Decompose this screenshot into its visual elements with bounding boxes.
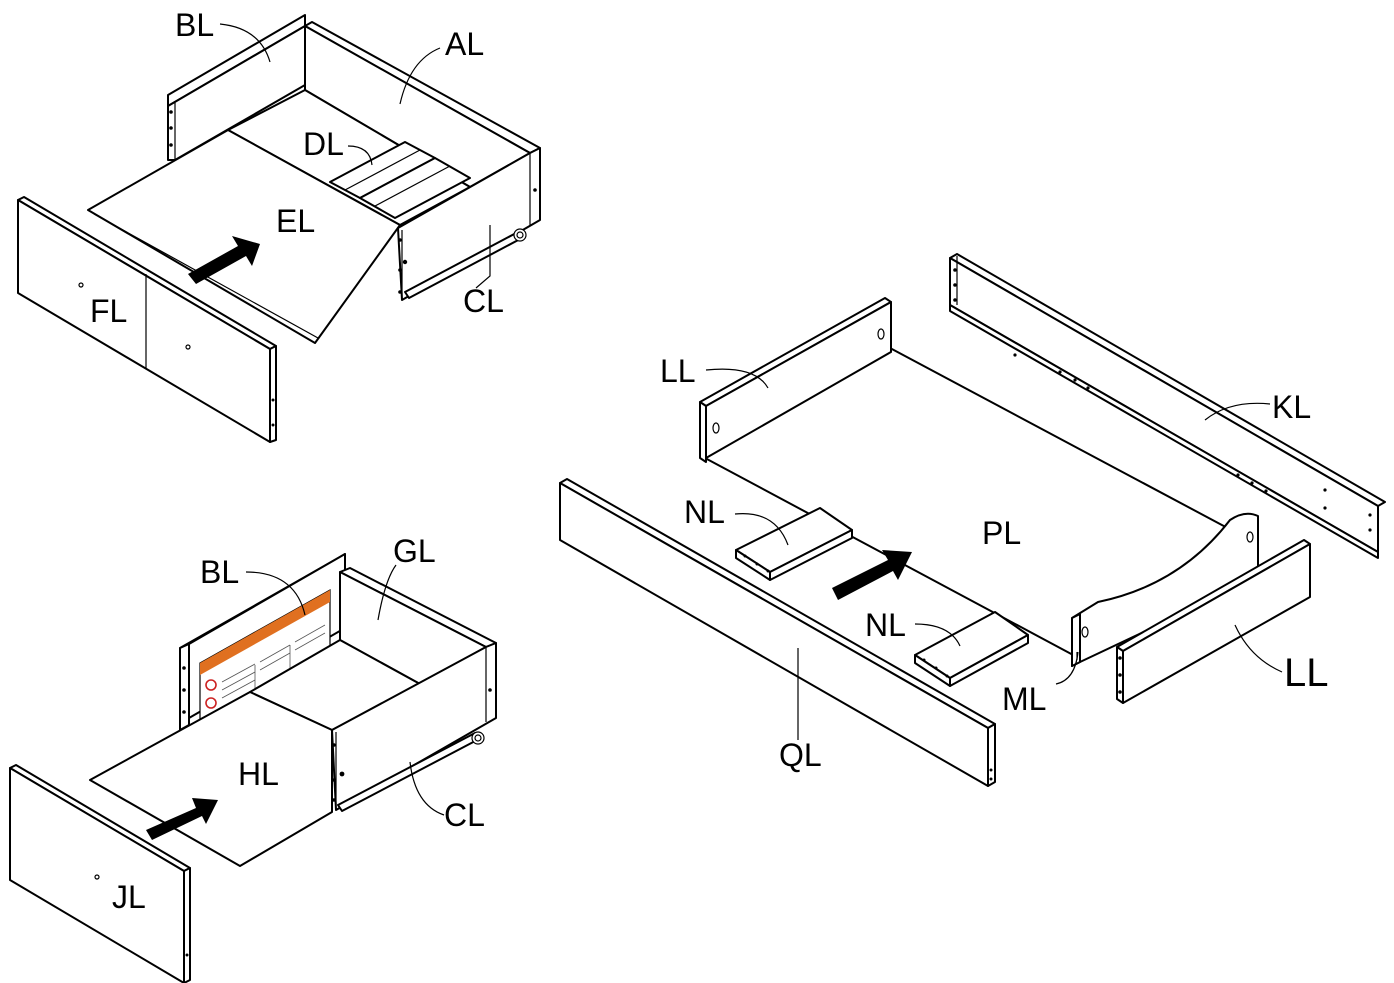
- arrow-icon: [188, 236, 260, 284]
- panel-side-cl: [397, 147, 541, 301]
- end-ll-front: [1116, 539, 1311, 704]
- label-top-front: FL: [90, 293, 127, 329]
- rail-ql: [559, 478, 996, 787]
- label-base-cleat-right: NL: [865, 607, 906, 643]
- label-base-end-front: LL: [1284, 651, 1329, 695]
- panel-bottom-el: [87, 129, 401, 344]
- cleat-nl-right: [914, 611, 1029, 687]
- label-top-side-right: CL: [463, 283, 504, 319]
- label-top-back: BL: [175, 7, 214, 43]
- label-bottom-back: BL: [200, 554, 239, 590]
- arrow-icon: [832, 550, 912, 600]
- label-base-cleat-left: NL: [684, 494, 725, 530]
- label-top-bottom: EL: [276, 203, 315, 239]
- cleat-nl-left: [735, 507, 853, 581]
- base-frame-assembly: [559, 253, 1386, 787]
- label-base-panel: PL: [982, 515, 1021, 551]
- label-bottom-side-left: GL: [393, 533, 436, 569]
- divider-dl: [329, 141, 471, 219]
- label-base-rear-rail: KL: [1272, 389, 1311, 425]
- label-base-support: ML: [1002, 681, 1046, 717]
- panel-back-bottom: [179, 553, 346, 731]
- end-ll-back: [699, 297, 892, 463]
- arrow-icon: [146, 798, 218, 840]
- panel-front-fl: [17, 196, 277, 443]
- label-top-side-left: AL: [445, 26, 484, 62]
- leader-lines: [219, 23, 1283, 816]
- label-bottom-bottom: HL: [238, 756, 279, 792]
- label-bottom-side-right: CL: [444, 797, 485, 833]
- panel-bottom-hl: [89, 691, 333, 867]
- bottom-drawer-assembly: [9, 553, 497, 983]
- part-labels: BL AL DL EL FL CL BL GL HL CL JL LL KL N…: [90, 7, 1329, 915]
- panel-front-jl: [9, 764, 191, 983]
- panel-side-cl-bottom: [331, 642, 497, 812]
- label-base-end-back: LL: [660, 353, 696, 389]
- label-bottom-front: JL: [112, 879, 146, 915]
- rail-kl: [949, 253, 1386, 559]
- label-base-front-rail: QL: [779, 737, 822, 773]
- label-top-divider: DL: [303, 126, 344, 162]
- top-drawer-assembly: [17, 14, 541, 443]
